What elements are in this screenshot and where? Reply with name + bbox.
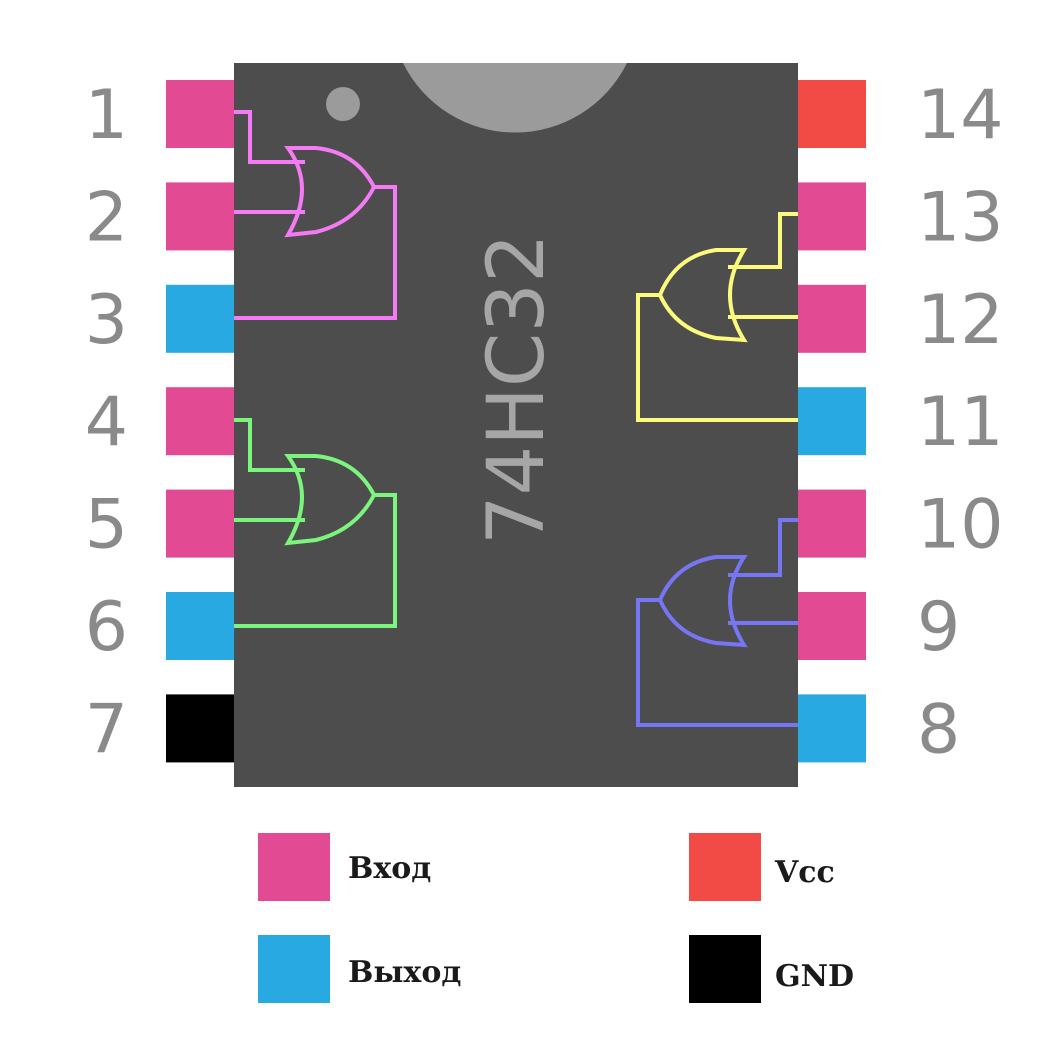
pin-number-2: 2 xyxy=(85,178,128,257)
pin-5-input xyxy=(166,489,234,558)
pin1-marker-dot xyxy=(326,87,360,121)
pins-left: 1 2 3 4 5 6 7 xyxy=(85,76,234,769)
pin-7-gnd xyxy=(166,694,234,763)
legend-input-label: Вход xyxy=(348,851,431,886)
pin-13-input xyxy=(798,182,866,251)
legend-vcc-swatch xyxy=(689,833,761,901)
pin-4-input xyxy=(166,387,234,456)
gate-1-symbol xyxy=(284,146,377,238)
gate-1-wire-input-a xyxy=(234,110,305,164)
or-gate-3 xyxy=(636,212,798,422)
pin-number-9: 9 xyxy=(917,588,960,667)
pin-number-3: 3 xyxy=(85,281,128,360)
legend-gnd-swatch xyxy=(689,935,761,1003)
gate-4-wire-input-a xyxy=(728,518,798,577)
legend-input-swatch xyxy=(258,833,330,901)
chip-label: 74HC32 xyxy=(472,233,562,545)
pin-8-output xyxy=(798,694,866,763)
or-gate-4 xyxy=(636,518,798,727)
pin-10-input xyxy=(798,489,866,558)
pin-number-4: 4 xyxy=(85,383,128,462)
gate-2-symbol xyxy=(284,454,377,546)
or-gate-2 xyxy=(234,418,397,628)
pin-14-vcc xyxy=(798,80,866,148)
pin-number-11: 11 xyxy=(917,383,1004,462)
chip-body xyxy=(234,63,798,787)
legend-gnd-label: GND xyxy=(775,959,854,994)
pin-number-7: 7 xyxy=(85,690,128,769)
pin-number-6: 6 xyxy=(85,588,128,667)
pin-1-input xyxy=(166,80,234,148)
pins-right: 14 13 12 11 10 9 8 xyxy=(798,76,1004,769)
gate-1-wire-output xyxy=(234,185,397,320)
pin-number-8: 8 xyxy=(917,690,960,769)
gate-3-wire-input-a xyxy=(728,212,798,269)
legend-vcc-label: Vcc xyxy=(774,855,835,890)
pin-11-output xyxy=(798,387,866,456)
gate-2-wire-input-a xyxy=(234,418,305,472)
gate-4-wire-output xyxy=(636,598,798,727)
pin-number-10: 10 xyxy=(917,486,1004,565)
pin-12-input xyxy=(798,284,866,353)
pin-number-14: 14 xyxy=(917,76,1004,155)
pin-3-output xyxy=(166,284,234,353)
or-gate-1 xyxy=(234,110,397,320)
pin-9-input xyxy=(798,592,866,660)
pin-6-output xyxy=(166,592,234,660)
legend-output-label: Выход xyxy=(348,955,461,990)
chip-notch xyxy=(403,63,627,133)
gate-2-wire-output xyxy=(234,493,397,628)
legend-output-swatch xyxy=(258,935,330,1003)
gate-3-symbol xyxy=(657,248,748,343)
pin-number-1: 1 xyxy=(85,76,128,155)
pin-number-5: 5 xyxy=(85,486,128,565)
pin-2-input xyxy=(166,182,234,251)
gate-3-wire-output xyxy=(636,293,798,422)
pin-number-12: 12 xyxy=(917,281,1004,360)
pin-number-13: 13 xyxy=(917,178,1004,257)
gate-4-symbol xyxy=(657,555,748,648)
legend: Вход Выход Vcc GND xyxy=(258,833,854,1003)
